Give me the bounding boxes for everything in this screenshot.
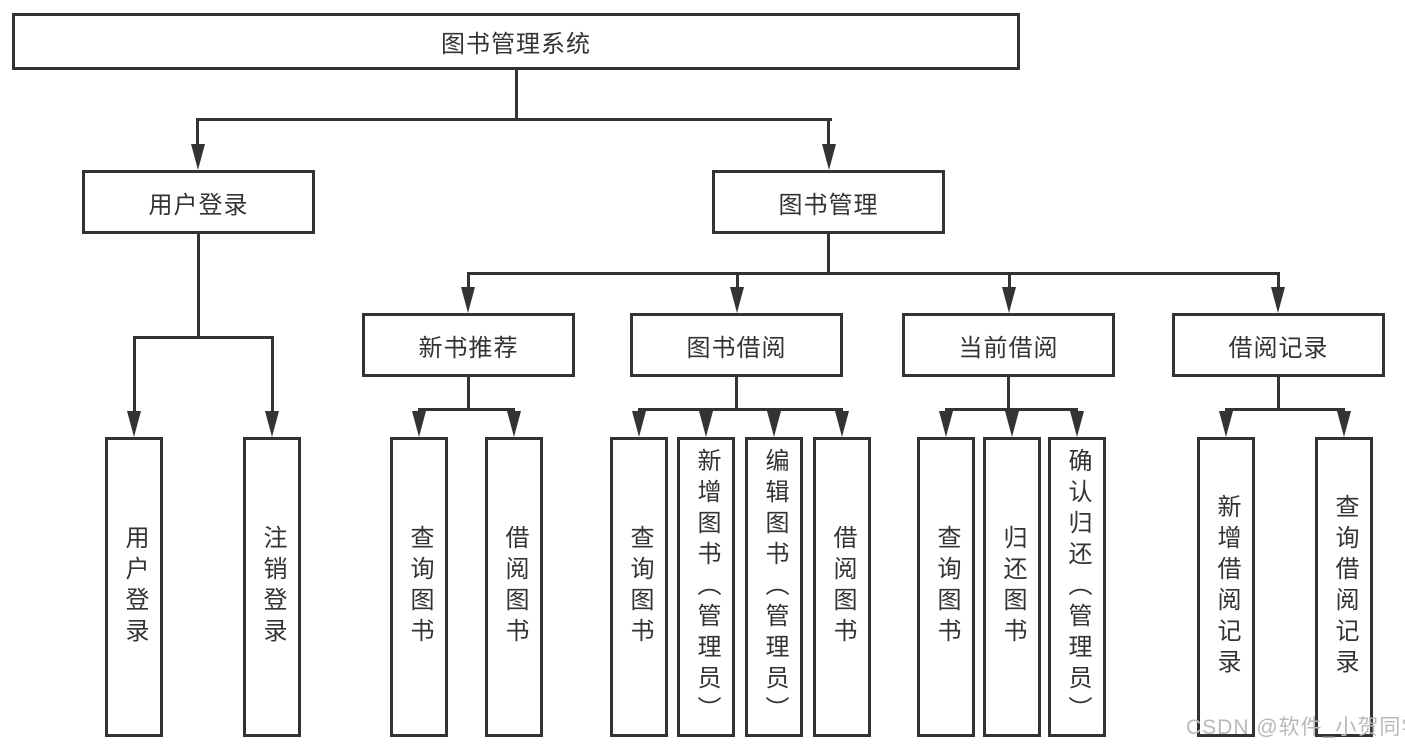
leaf-logout-label: 注销登录: [259, 525, 286, 649]
node-borrow-record: 借阅记录: [1172, 313, 1385, 377]
leaf-borrow-borrow-book: 借阅图书: [813, 437, 871, 737]
connector-line: [467, 272, 1280, 275]
node-root-label: 图书管理系统: [441, 31, 591, 58]
leaf-current-return-book-label: 归还图书: [999, 525, 1026, 649]
node-book-management-branch: 图书管理: [712, 170, 945, 234]
connector-arrow: [835, 411, 849, 437]
leaf-current-query-book-label: 查询图书: [933, 525, 960, 649]
connector-arrow: [127, 411, 141, 437]
leaf-newbook-borrow-book-label: 借阅图书: [501, 525, 528, 649]
connector-arrow: [1070, 411, 1084, 437]
connector-arrow: [632, 411, 646, 437]
leaf-borrow-edit-book-admin-label: 编辑图书（管理员）: [761, 447, 788, 727]
connector-arrow: [767, 411, 781, 437]
connector-line: [827, 118, 830, 146]
connector-line: [467, 272, 470, 289]
connector-arrow: [1002, 287, 1016, 313]
connector-line: [1008, 272, 1011, 289]
leaf-newbook-query-book-label: 查询图书: [406, 525, 433, 649]
connector-arrow: [265, 411, 279, 437]
leaf-current-confirm-return-admin: 确认归还（管理员）: [1048, 437, 1106, 737]
connector-line: [1225, 408, 1345, 411]
leaf-current-return-book: 归还图书: [983, 437, 1041, 737]
leaf-current-query-book: 查询图书: [917, 437, 975, 737]
connector-arrow: [822, 144, 836, 170]
connector-line: [418, 408, 515, 411]
leaf-record-query-borrow-record: 查询借阅记录: [1315, 437, 1373, 737]
node-user-login-branch: 用户登录: [82, 170, 315, 234]
leaf-borrow-edit-book-admin: 编辑图书（管理员）: [745, 437, 803, 737]
connector-line: [271, 336, 274, 413]
node-book-borrow-label: 图书借阅: [686, 334, 787, 362]
connector-arrow: [191, 144, 205, 170]
connector-arrow: [1271, 287, 1285, 313]
connector-line: [735, 377, 738, 408]
connector-arrow: [939, 411, 953, 437]
leaf-user-login-label: 用户登录: [121, 525, 148, 649]
connector-arrow: [461, 287, 475, 313]
connector-line: [197, 234, 200, 336]
leaf-borrow-query-book: 查询图书: [610, 437, 668, 737]
leaf-current-confirm-return-admin-label: 确认归还（管理员）: [1064, 447, 1091, 727]
connector-line: [736, 272, 739, 289]
connector-line: [1277, 272, 1280, 289]
connector-line: [467, 377, 470, 408]
connector-arrow: [1219, 411, 1233, 437]
csdn-watermark: CSDN @软件_小贺同学: [1186, 716, 1405, 739]
leaf-logout: 注销登录: [243, 437, 301, 737]
connector-arrow: [699, 411, 713, 437]
connector-line: [827, 234, 830, 272]
connector-arrow: [730, 287, 744, 313]
connector-line: [515, 70, 518, 118]
node-user-login-branch-label: 用户登录: [148, 191, 249, 219]
leaf-record-query-borrow-record-label: 查询借阅记录: [1331, 494, 1358, 680]
node-borrow-record-label: 借阅记录: [1228, 334, 1329, 362]
leaf-user-login: 用户登录: [105, 437, 163, 737]
node-current-borrow: 当前借阅: [902, 313, 1115, 377]
leaf-newbook-borrow-book: 借阅图书: [485, 437, 543, 737]
connector-line: [1007, 377, 1010, 408]
node-book-borrow: 图书借阅: [630, 313, 843, 377]
connector-line: [1277, 377, 1280, 408]
leaf-newbook-query-book: 查询图书: [390, 437, 448, 737]
leaf-record-add-borrow-record-label: 新增借阅记录: [1213, 494, 1240, 680]
node-book-management-branch-label: 图书管理: [778, 191, 879, 219]
connector-arrow: [412, 411, 426, 437]
node-root: 图书管理系统: [12, 13, 1020, 70]
leaf-borrow-add-book-admin: 新增图书（管理员）: [677, 437, 735, 737]
node-current-borrow-label: 当前借阅: [958, 334, 1059, 362]
connector-line: [196, 118, 832, 121]
connector-line: [638, 408, 843, 411]
connector-line: [133, 336, 274, 339]
connector-line: [196, 118, 199, 146]
connector-line: [133, 336, 136, 413]
node-new-book-recommend: 新书推荐: [362, 313, 575, 377]
connector-arrow: [1337, 411, 1351, 437]
connector-arrow: [1005, 411, 1019, 437]
node-new-book-recommend-label: 新书推荐: [418, 334, 519, 362]
leaf-borrow-add-book-admin-label: 新增图书（管理员）: [693, 447, 720, 727]
leaf-record-add-borrow-record: 新增借阅记录: [1197, 437, 1255, 737]
connector-arrow: [507, 411, 521, 437]
leaf-borrow-query-book-label: 查询图书: [626, 525, 653, 649]
leaf-borrow-borrow-book-label: 借阅图书: [829, 525, 856, 649]
